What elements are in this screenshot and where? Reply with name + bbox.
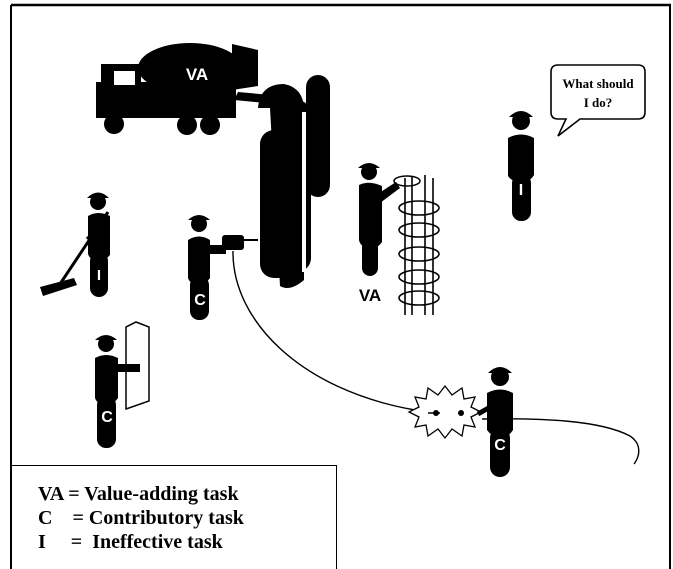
idle-worker: I [508,111,534,221]
sweeping-worker-task-label: I [97,267,101,284]
legend-abbr: C [38,507,53,529]
legend-text: Ineffective task [92,531,223,553]
truck-task-label: VA [186,65,208,84]
rebar-worker-task-label: VA [359,286,381,305]
legend-abbr: I [38,531,46,553]
drill-worker-task-label: C [194,292,206,309]
legend-equals: = [52,507,89,529]
idle-worker-task-label: I [519,182,523,199]
legend-row-value-adding: VA = Value-adding task [38,482,336,506]
saw-worker: C [407,367,640,477]
legend-box: VA = Value-adding task C = Contributory … [11,465,337,569]
speech-bubble-line2: I do? [584,95,613,110]
sweeping-worker: I [40,192,110,297]
legend-text: Value-adding task [84,483,239,505]
rebar-cage [398,175,440,315]
legend-equals: = [63,483,85,505]
rebar-worker: VA [358,163,421,305]
legend-equals: = [45,531,93,553]
speech-bubble-line1: What should [562,76,634,91]
speech-bubble: What should I do? [550,64,646,137]
legend-text: Contributory task [88,507,244,529]
panel-worker-task-label: C [101,409,113,426]
drill-worker: C [188,215,416,411]
legend-row-ineffective: I = Ineffective task [38,530,336,554]
saw-worker-task-label: C [494,437,506,454]
concrete-truck: VA [96,43,282,135]
panel-worker: C [95,321,150,448]
legend-row-contributory: C = Contributory task [38,506,336,530]
column-forms [258,75,330,288]
legend-abbr: VA [38,483,64,505]
